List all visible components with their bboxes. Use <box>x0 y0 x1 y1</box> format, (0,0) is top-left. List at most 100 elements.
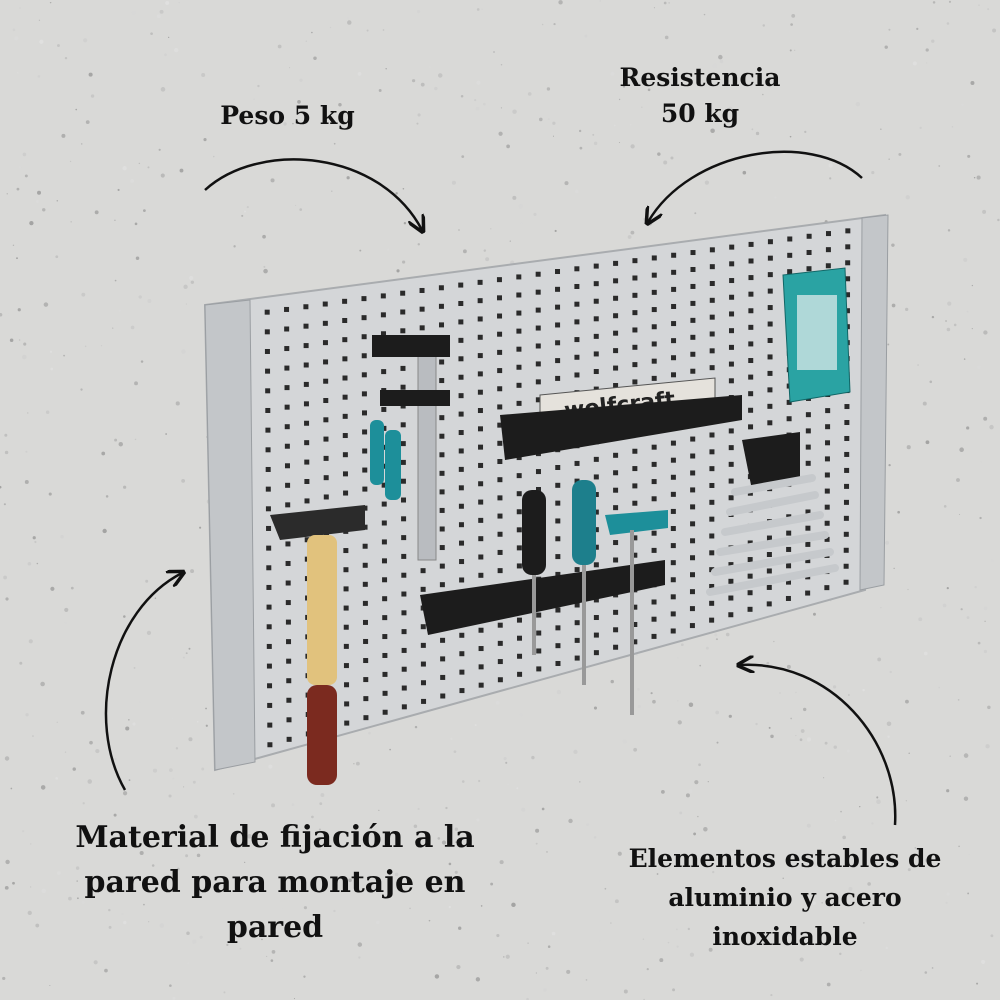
speckle <box>828 163 833 168</box>
peg-hole <box>439 489 445 495</box>
peg-hole <box>516 274 522 280</box>
speckle <box>503 757 507 761</box>
speckle <box>42 208 46 212</box>
speckle <box>283 122 287 126</box>
peg-hole <box>439 378 445 384</box>
peg-hole <box>381 520 387 526</box>
speckle <box>709 673 712 675</box>
peg-hole <box>767 387 773 393</box>
peg-hole <box>555 322 561 328</box>
peg-hole <box>458 393 464 399</box>
speckle <box>196 853 201 858</box>
speckle <box>25 713 29 717</box>
speckle <box>168 794 172 798</box>
peg-hole <box>342 356 348 362</box>
peg-hole <box>709 600 715 606</box>
speckle <box>4 885 9 890</box>
peg-hole <box>304 420 310 426</box>
peg-hole <box>786 546 792 552</box>
speckle <box>627 235 632 239</box>
peg-hole <box>845 260 851 266</box>
speckle <box>147 299 152 303</box>
peg-hole <box>555 643 561 649</box>
peg-hole <box>285 482 291 488</box>
peg-hole <box>264 348 270 354</box>
speckle <box>862 688 865 692</box>
speckle <box>448 862 452 866</box>
speckle <box>25 450 28 453</box>
peg-hole <box>458 466 464 472</box>
peg-hole <box>497 622 503 628</box>
peg-hole <box>555 571 561 577</box>
peg-hole <box>284 346 290 352</box>
peg-hole <box>439 563 445 569</box>
speckle <box>790 717 792 720</box>
peg-hole <box>535 343 541 349</box>
peg-hole <box>632 362 638 368</box>
speckle <box>968 854 970 856</box>
peg-hole <box>824 520 830 526</box>
speckle <box>947 301 952 306</box>
speckle <box>688 702 694 707</box>
speckle <box>190 280 195 284</box>
speckle <box>802 707 807 712</box>
peg-hole <box>690 250 696 256</box>
peg-hole <box>632 639 638 645</box>
peg-hole <box>516 400 522 406</box>
peg-hole <box>824 456 830 462</box>
speckle <box>318 828 321 831</box>
peg-hole <box>574 301 580 307</box>
speckle <box>770 734 774 739</box>
speckle <box>989 424 994 430</box>
peg-hole <box>671 269 677 275</box>
speckle <box>168 36 170 39</box>
peg-hole <box>322 301 328 307</box>
speckle <box>90 94 95 98</box>
peg-hole <box>343 624 349 630</box>
peg-hole <box>651 289 657 295</box>
speckle <box>503 956 505 958</box>
speckle <box>637 705 641 709</box>
peg-hole <box>362 467 368 473</box>
speckle <box>876 799 881 805</box>
peg-hole <box>748 324 754 330</box>
speckle <box>496 933 500 938</box>
speckle <box>295 204 297 206</box>
speckle <box>685 793 690 798</box>
peg-hole <box>323 398 329 404</box>
peg-hole <box>806 233 812 239</box>
speckle <box>291 803 295 806</box>
drill-bit-case <box>782 267 851 403</box>
peg-hole <box>555 286 561 292</box>
speckle <box>657 152 661 156</box>
peg-hole <box>381 406 387 412</box>
peg-hole <box>516 473 522 479</box>
speckle <box>205 724 208 727</box>
speckle <box>171 717 174 720</box>
peg-hole <box>478 627 484 633</box>
peg-hole <box>458 300 464 306</box>
speckle <box>966 426 970 430</box>
peg-hole <box>574 337 580 343</box>
peg-hole <box>670 543 676 549</box>
speckle <box>81 292 86 297</box>
speckle <box>806 737 812 742</box>
speckle <box>125 726 130 731</box>
speckle <box>476 8 480 11</box>
speckle <box>4 433 8 437</box>
peg-hole <box>361 372 367 378</box>
speckle <box>832 685 837 689</box>
peg-hole <box>574 266 580 272</box>
speckle <box>297 100 301 104</box>
speckle <box>409 907 411 910</box>
speckle <box>81 900 85 905</box>
speckle <box>451 180 456 185</box>
peg-hole <box>748 258 754 264</box>
speckle <box>551 931 556 936</box>
peg-hole <box>709 617 715 623</box>
peg-hole <box>400 365 406 371</box>
peg-hole <box>342 298 348 304</box>
speckle <box>593 141 598 146</box>
speckle <box>483 249 487 252</box>
peg-hole <box>363 677 369 683</box>
